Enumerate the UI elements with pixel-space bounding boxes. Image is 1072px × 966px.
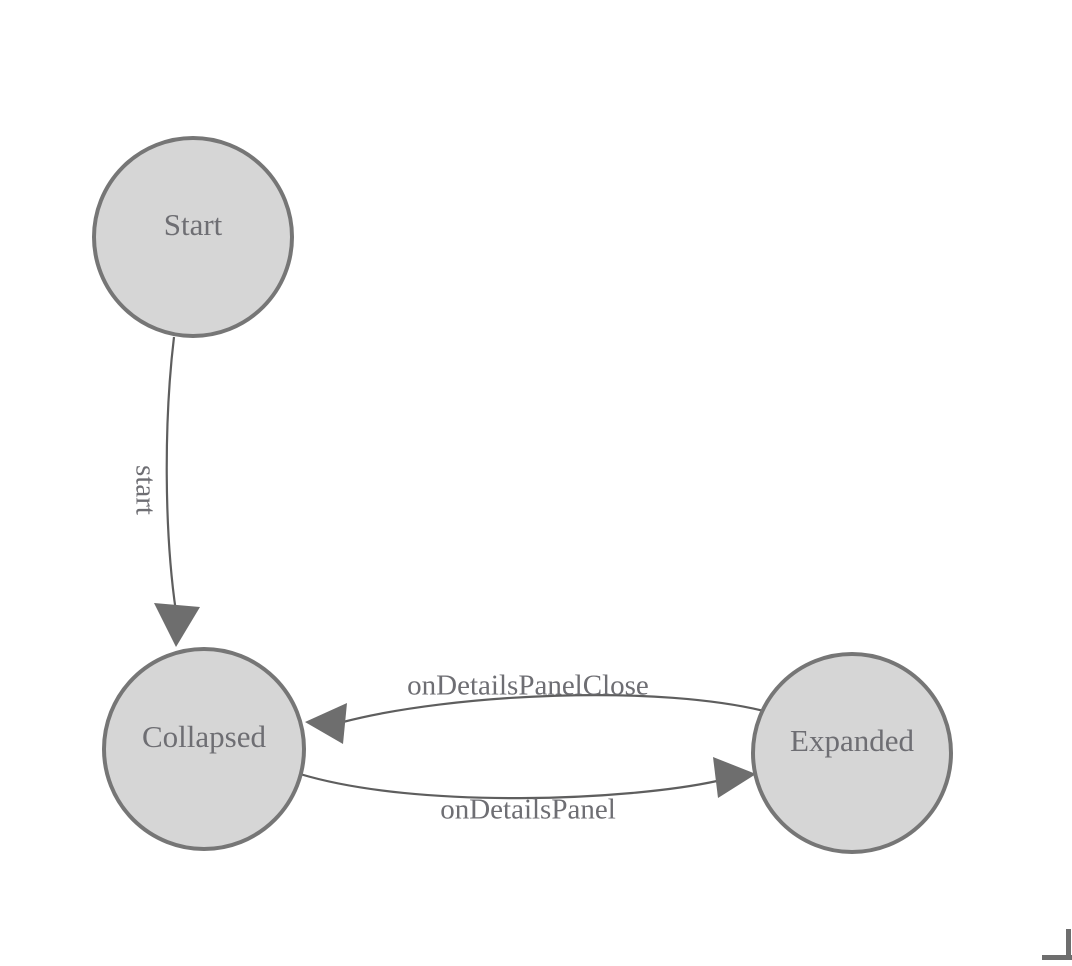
edge-path-collapsed-to-expanded xyxy=(299,772,718,800)
node-start[interactable]: Start xyxy=(92,136,294,338)
node-expanded-circle xyxy=(751,652,953,854)
node-expanded-label: Expanded xyxy=(790,723,914,758)
resize-grip[interactable] xyxy=(1042,929,1072,960)
edge-label-ondetailspanelclose: onDetailsPanelClose xyxy=(407,670,649,702)
edge-path-expanded-to-collapsed xyxy=(342,694,773,724)
edge-path-start-to-collapsed xyxy=(165,336,178,613)
arrowhead-right-expanded xyxy=(713,757,756,798)
edge-collapsed-to-expanded[interactable]: onDetailsPanel xyxy=(299,757,756,826)
edge-label-ondetailspanel: onDetailsPanel xyxy=(440,794,616,826)
node-start-circle xyxy=(92,136,294,338)
edge-label-start: start xyxy=(129,465,161,515)
arrowhead-left-collapsed xyxy=(305,703,347,744)
node-collapsed-label: Collapsed xyxy=(142,719,266,754)
arrowhead-down-collapsed xyxy=(154,603,200,647)
edge-start-to-collapsed[interactable]: start xyxy=(129,336,200,647)
node-start-label: Start xyxy=(164,207,223,242)
node-expanded[interactable]: Expanded xyxy=(751,652,953,854)
node-collapsed[interactable]: Collapsed xyxy=(102,647,306,851)
edge-expanded-to-collapsed[interactable]: onDetailsPanelClose xyxy=(305,670,773,744)
node-collapsed-circle xyxy=(102,647,306,851)
